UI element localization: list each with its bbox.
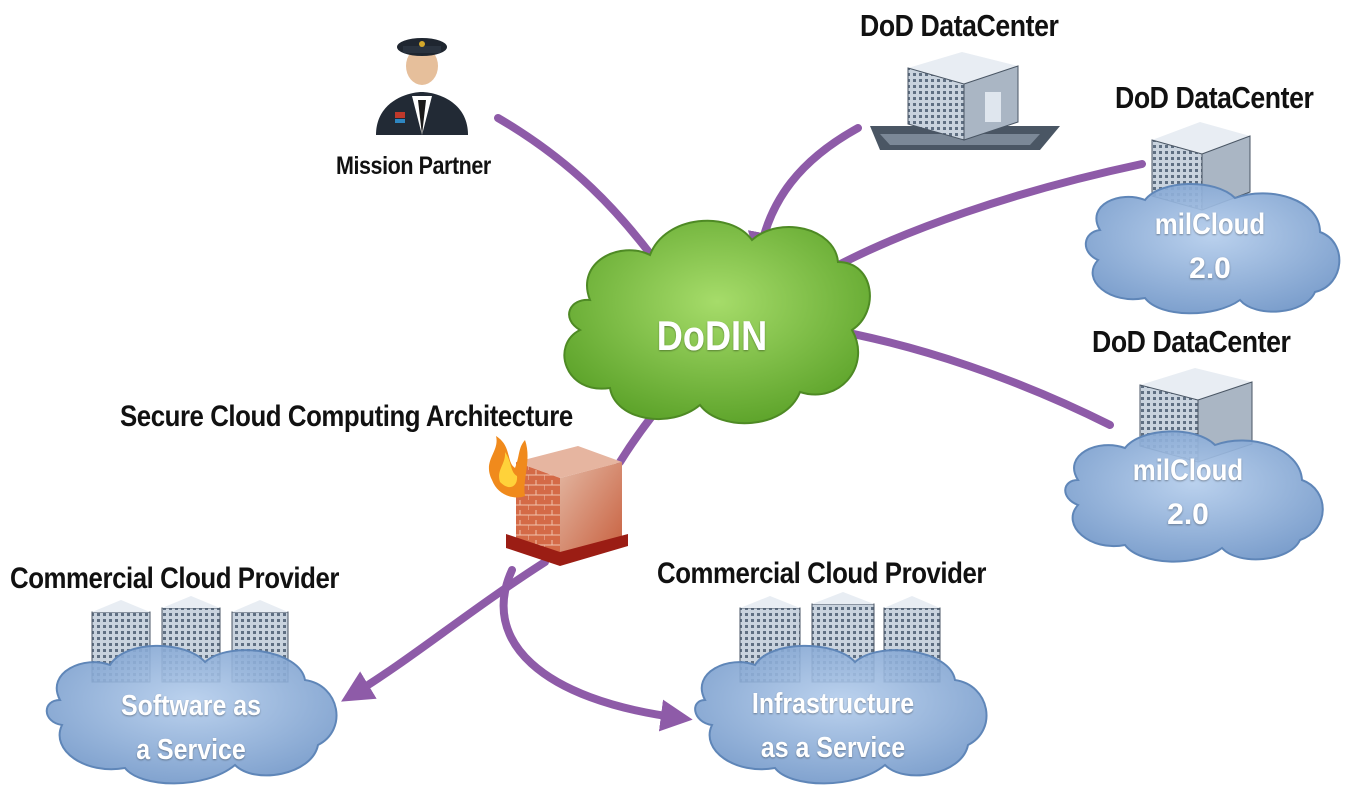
iaas-cloud xyxy=(694,644,988,785)
milcloud-label-line1: milCloud xyxy=(1132,454,1244,487)
datacenter-label: DoD DataCenter xyxy=(1092,324,1291,359)
datacenter-label: DoD DataCenter xyxy=(1115,80,1314,115)
dodin-cloud xyxy=(563,219,871,425)
arrow-datacenter3-to-dodin xyxy=(809,315,1114,429)
arrow-firewall-to-iaas xyxy=(499,566,693,732)
iaas-label-line1: Infrastructure xyxy=(751,688,915,720)
milcloud-label-line2: 2.0 xyxy=(1167,498,1209,531)
mission-partner-label: Mission Partner xyxy=(336,152,491,180)
iaas-label-line2: as a Service xyxy=(760,732,906,764)
officer-icon xyxy=(376,38,468,135)
saas-label-line1: Software as xyxy=(120,690,261,722)
scca-label: Secure Cloud Computing Architecture xyxy=(120,400,573,433)
milcloud-label-line1: milCloud xyxy=(1154,208,1266,241)
saas-cloud xyxy=(45,644,338,785)
provider-label: Commercial Cloud Provider xyxy=(657,557,987,590)
firewall-icon xyxy=(488,436,628,566)
milcloud-cloud xyxy=(1064,430,1324,563)
datacenter-label: DoD DataCenter xyxy=(860,8,1059,43)
milcloud-label-line2: 2.0 xyxy=(1189,252,1231,285)
provider-label: Commercial Cloud Provider xyxy=(10,562,340,595)
milcloud-cloud xyxy=(1084,182,1341,315)
arrow-datacenter2-to-dodin xyxy=(808,160,1146,282)
saas-label-line2: a Service xyxy=(136,734,246,766)
datacenter-building-icon xyxy=(870,52,1060,150)
dodin-label: DoDIN xyxy=(656,312,768,359)
arrow-firewall-to-saas xyxy=(341,558,549,702)
